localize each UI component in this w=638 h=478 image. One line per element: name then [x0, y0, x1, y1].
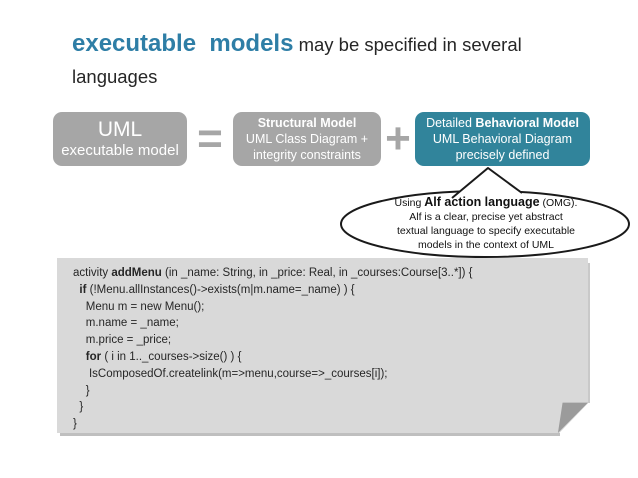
slide-title-line2: languages: [72, 66, 158, 87]
uml-box-title: UML: [97, 118, 143, 141]
plus-operator: +: [385, 114, 411, 163]
code-panel-shadow: [60, 433, 560, 436]
uml-box-subtitle: executable model: [61, 142, 179, 159]
uml-executable-model-box: UML executable model: [53, 112, 187, 166]
equals-operator: =: [197, 114, 223, 163]
callout-tail: [451, 167, 523, 199]
code-snippet-panel: [57, 258, 588, 433]
callout-bubble-shape: [340, 167, 630, 258]
code-text: activity addMenu (in _name: String, in _…: [73, 267, 473, 431]
callout-text: Using Alf action language (OMG).Alf is a…: [394, 195, 578, 251]
slide-title: executable models may be specified in se…: [72, 28, 592, 90]
code-panel-shadow-right: [588, 263, 590, 403]
slide-title-line1: executable models may be specified in se…: [72, 30, 522, 57]
